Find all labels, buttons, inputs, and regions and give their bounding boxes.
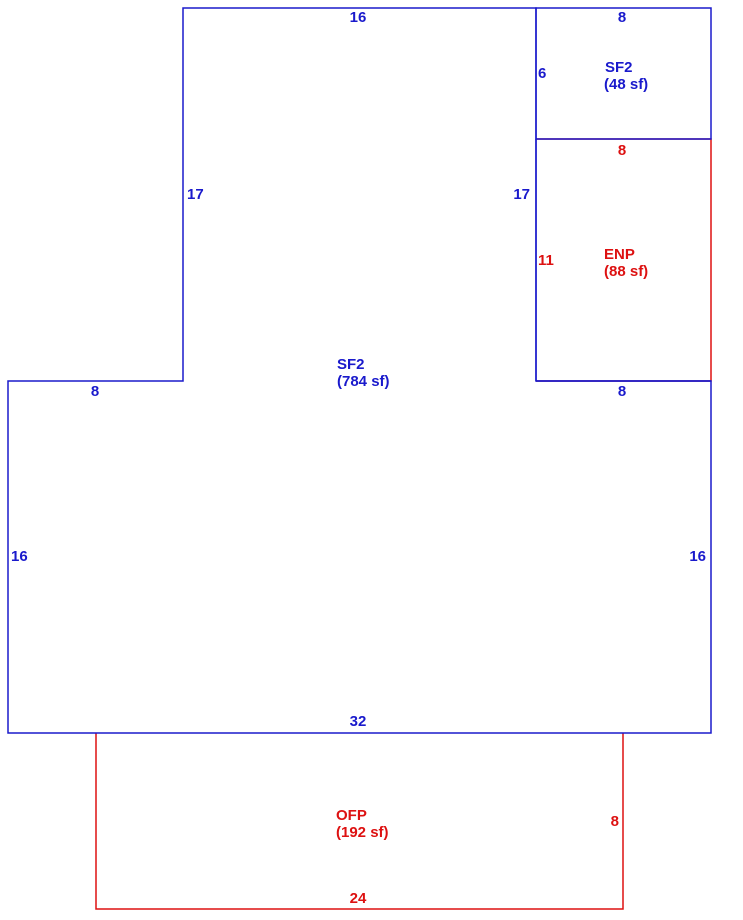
- area-size-ofp: (192 sf): [336, 824, 389, 841]
- dim-main-bottom: 32: [350, 713, 367, 730]
- dim-main-upper-right: 17: [513, 186, 530, 203]
- dim-upper-top: 8: [618, 9, 626, 26]
- dim-main-right-step: 8: [618, 383, 626, 400]
- area-size-upper: (48 sf): [604, 76, 648, 93]
- dim-main-right: 16: [689, 548, 706, 565]
- area-code-upper: SF2: [605, 59, 633, 76]
- area-code-main: SF2: [337, 356, 365, 373]
- area-code-ofp: OFP: [336, 807, 367, 824]
- dim-main-upper-left: 17: [187, 186, 204, 203]
- dim-upper-left: 6: [538, 65, 546, 82]
- ofp-outline: [95, 733, 624, 910]
- area-code-enp: ENP: [604, 246, 635, 263]
- dim-main-left-step: 8: [91, 383, 99, 400]
- dim-enp-left: 11: [538, 252, 554, 269]
- dim-main-top: 16: [350, 9, 367, 26]
- dim-enp-top: 8: [618, 142, 626, 159]
- area-size-main: (784 sf): [337, 373, 390, 390]
- dim-main-left: 16: [11, 548, 28, 565]
- dim-ofp-bottom: 24: [350, 890, 367, 907]
- dim-ofp-right: 8: [611, 813, 619, 830]
- area-size-enp: (88 sf): [604, 263, 648, 280]
- sf2-upper-outline: [535, 7, 712, 140]
